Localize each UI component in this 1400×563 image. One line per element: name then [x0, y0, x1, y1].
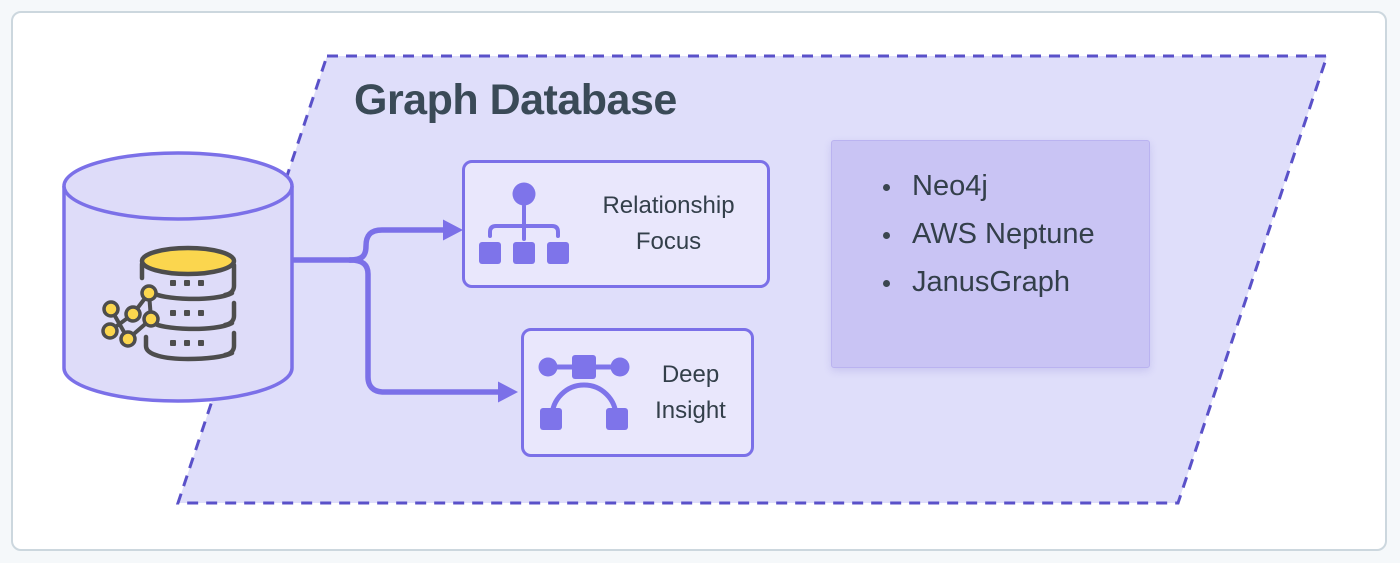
example-item-janusgraph: JanusGraph	[904, 258, 1149, 306]
org-chart-icon	[479, 182, 569, 264]
example-item-neo4j: Neo4j	[904, 162, 1149, 210]
deep-insight-label: Deep Insight	[655, 360, 726, 424]
deep-insight-box: Deep Insight	[521, 328, 754, 457]
arrowhead-relationship	[443, 219, 463, 241]
database-cylinder-icon	[62, 151, 294, 403]
network-nodes-icon	[101, 284, 160, 348]
examples-panel: Neo4j AWS Neptune JanusGraph	[831, 140, 1150, 368]
example-item-aws-neptune: AWS Neptune	[904, 210, 1149, 258]
relationship-focus-label: Relationship Focus	[602, 192, 735, 255]
branch-arrows	[291, 219, 518, 403]
examples-list: Neo4j AWS Neptune JanusGraph	[832, 141, 1149, 306]
relationship-focus-box: Relationship Focus	[462, 160, 770, 288]
zone-title: Graph Database	[354, 76, 677, 124]
arrow-to-deep-insight	[347, 257, 501, 395]
bezier-curve-icon	[538, 354, 630, 430]
arrowhead-insight	[498, 381, 518, 403]
